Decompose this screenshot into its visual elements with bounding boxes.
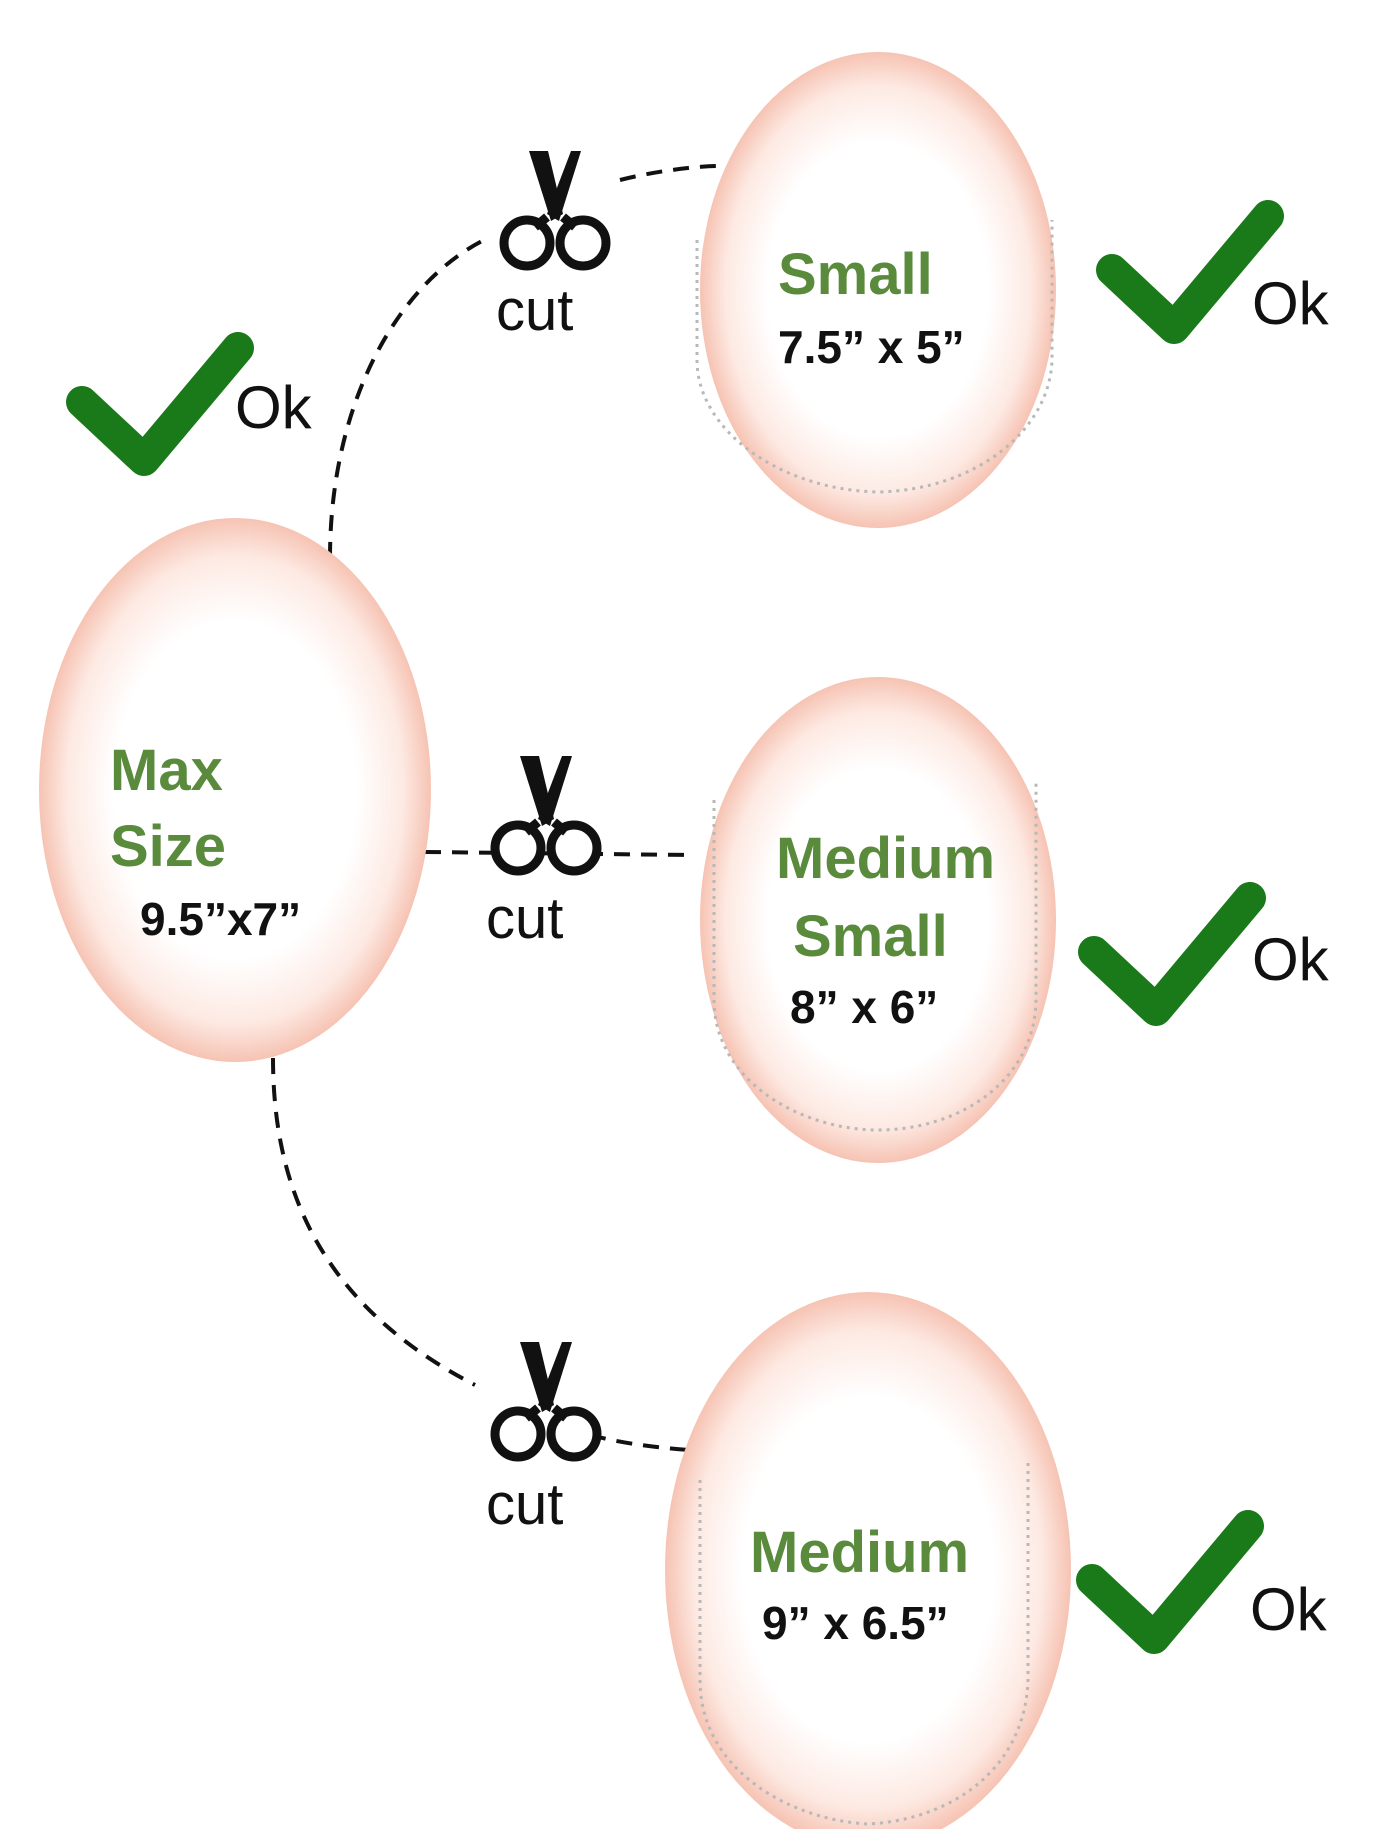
check-icon (1112, 216, 1268, 328)
small-oval (700, 52, 1056, 528)
small-name: Small (778, 242, 933, 307)
max-size-oval (39, 518, 431, 1062)
scissors-icon (495, 1342, 597, 1457)
cut-label: cut (486, 886, 564, 951)
small-status: Ok (1252, 270, 1329, 337)
cut-line-to-medium (271, 1057, 721, 1454)
max-size-name-line1: Max (110, 738, 223, 803)
medium-small-oval (700, 677, 1056, 1163)
medium-small-dimensions: 8” x 6” (790, 981, 939, 1033)
max-size-status: Ok (235, 374, 312, 441)
small-dimensions: 7.5” x 5” (778, 321, 965, 373)
medium-status: Ok (1250, 1576, 1327, 1643)
check-icon (1094, 898, 1250, 1010)
medium-small-name-line1: Medium (776, 826, 996, 891)
max-size-dimensions: 9.5”x7” (140, 893, 302, 945)
medium-name: Medium (750, 1520, 970, 1585)
medium-dimensions: 9” x 6.5” (762, 1597, 949, 1649)
cut-line-to-small (328, 164, 721, 559)
medium-small-name-line2: Small (793, 904, 948, 969)
max-size-name-line2: Size (110, 814, 227, 879)
cut-line-to-medium-small (424, 850, 691, 857)
check-icon (82, 348, 238, 460)
medium-small-status: Ok (1252, 926, 1329, 993)
medium-oval (665, 1292, 1071, 1829)
small-stitch-outline (695, 220, 1054, 494)
cut-label: cut (496, 278, 574, 343)
scissors-icon (504, 151, 606, 266)
check-icon (1092, 1526, 1248, 1638)
cut-label: cut (486, 1472, 564, 1537)
